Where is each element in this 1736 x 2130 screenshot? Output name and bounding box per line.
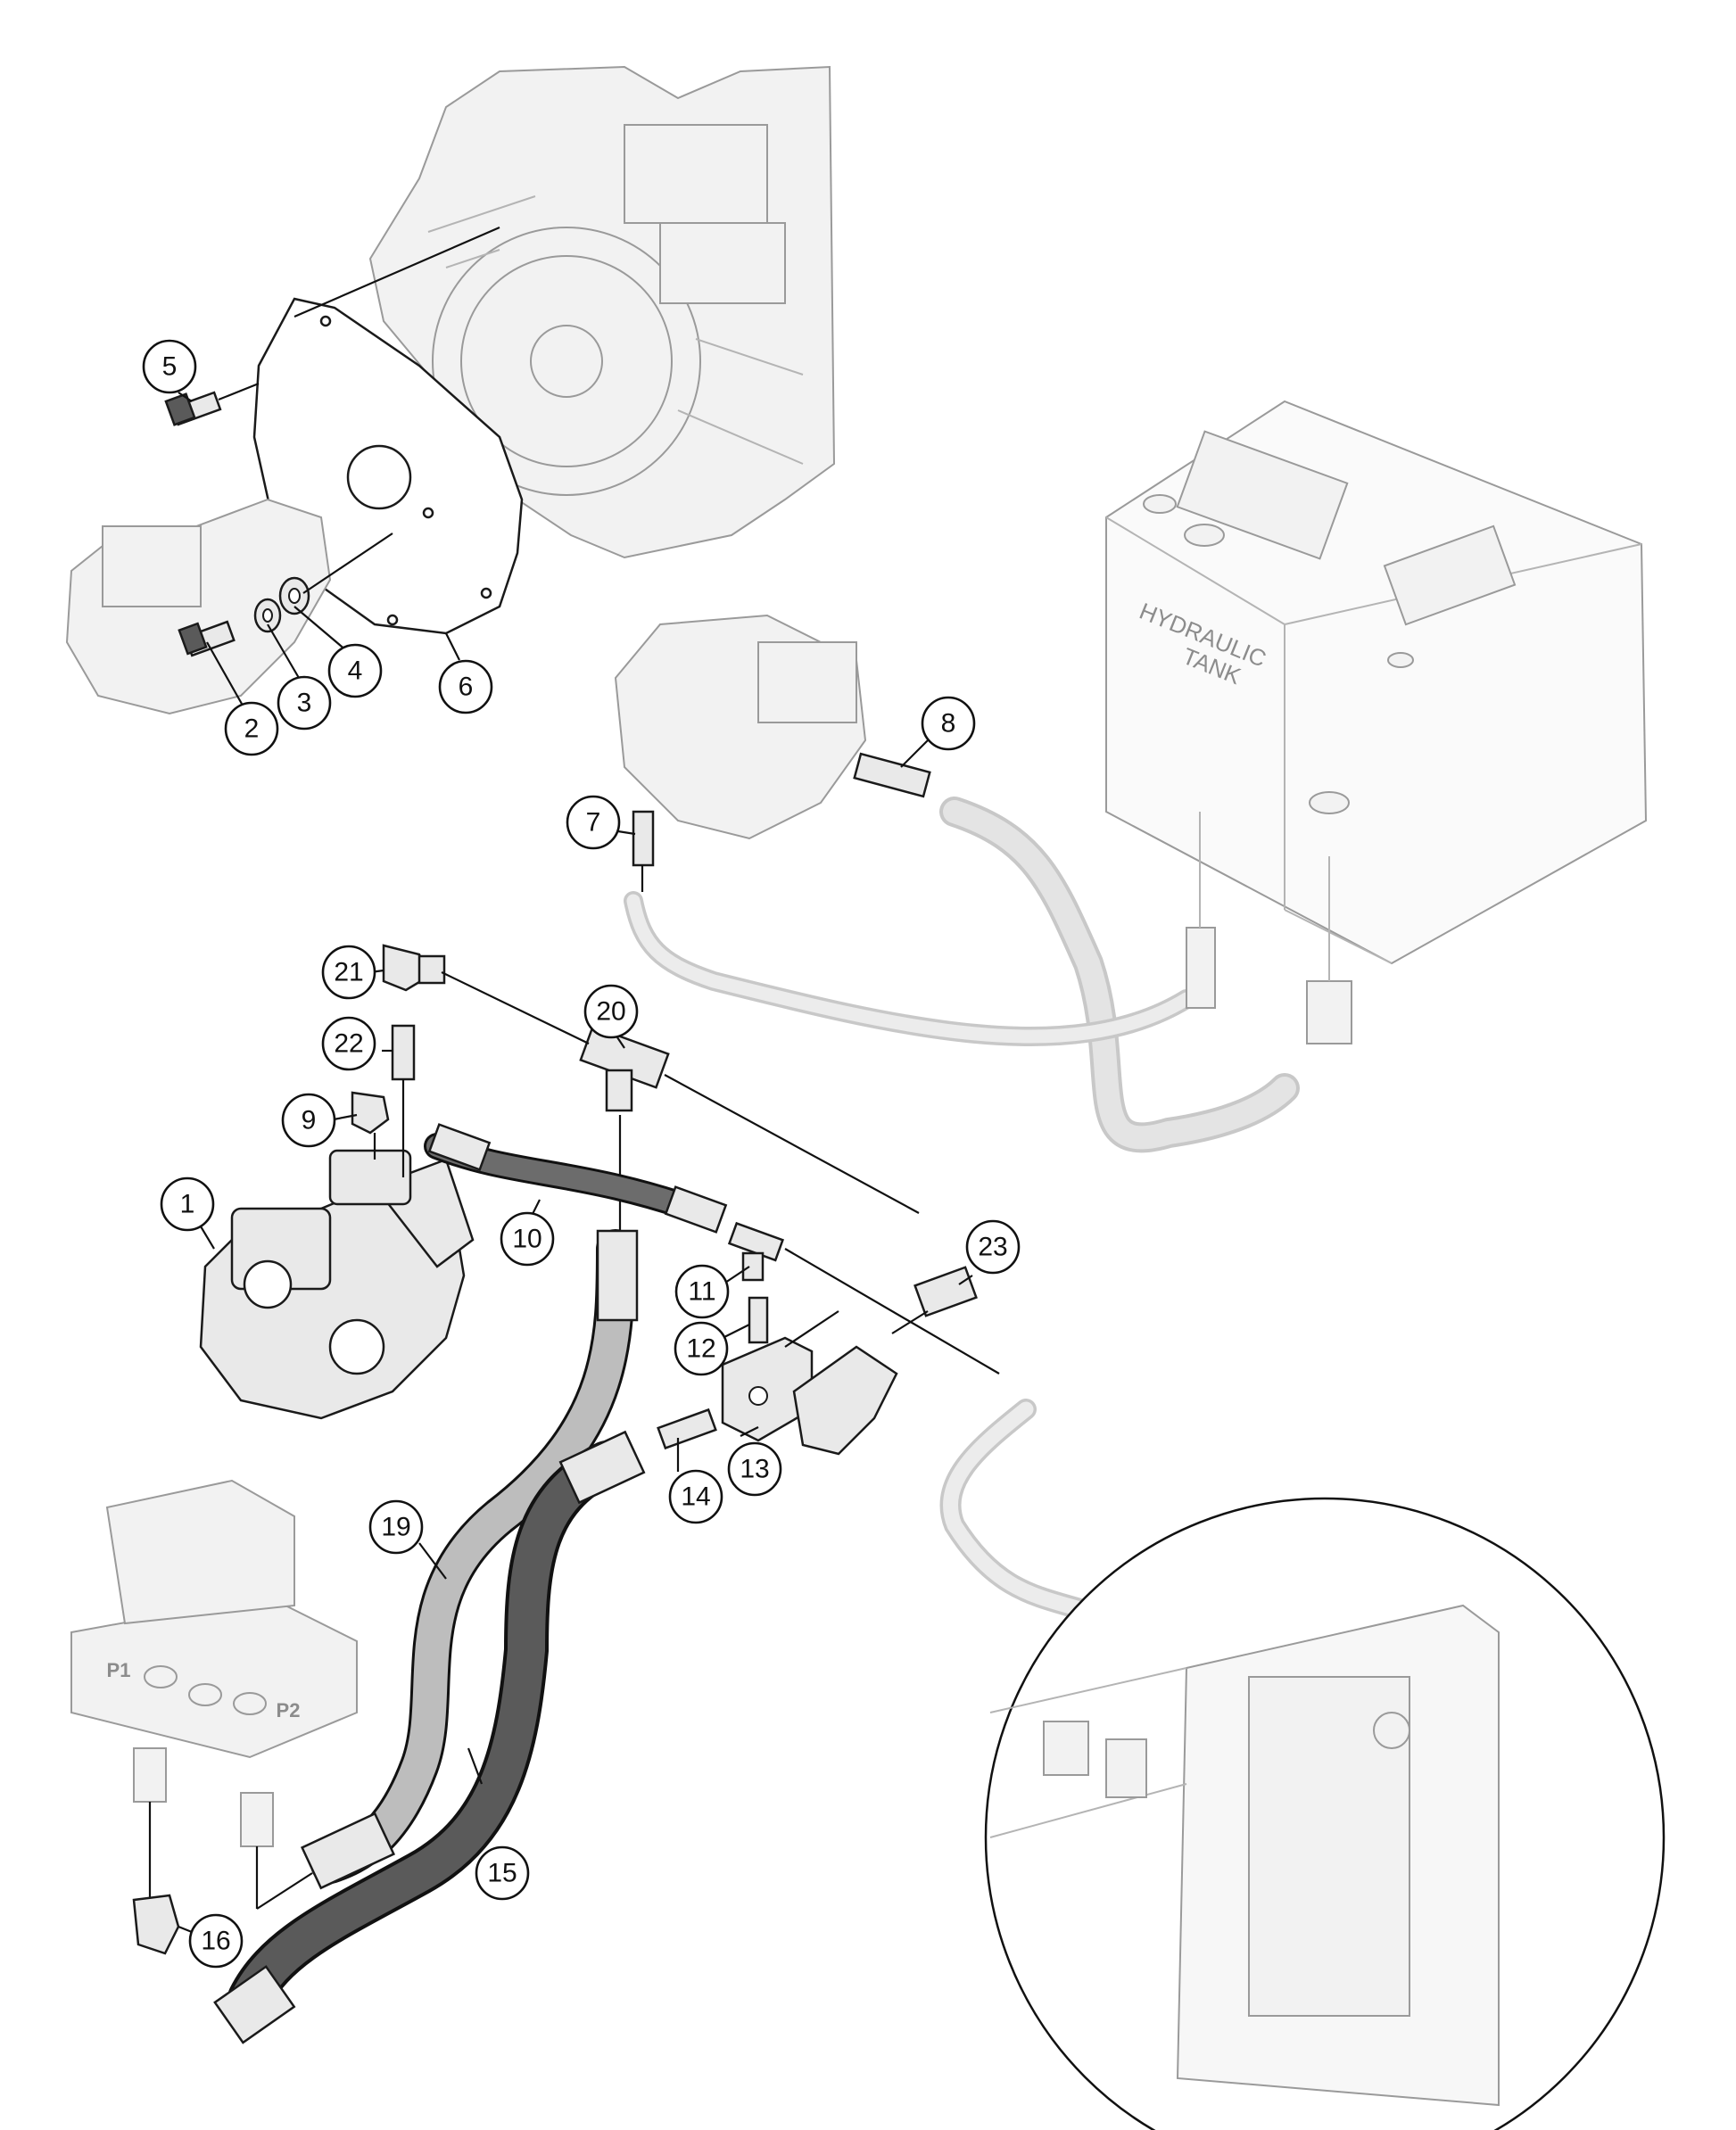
bolt-2 <box>178 620 236 657</box>
callout-16: 16 <box>188 1913 244 1969</box>
callout-19: 19 <box>368 1499 424 1555</box>
callout-22: 22 <box>321 1016 376 1071</box>
svg-text:20: 20 <box>596 997 625 1027</box>
control-panel-inset <box>984 1497 1666 2130</box>
pump-ghost-middle <box>614 614 867 840</box>
pump-ghost-top <box>65 498 332 715</box>
callout-21: 21 <box>321 945 376 1000</box>
callout-11: 11 <box>674 1264 730 1319</box>
callout-8: 8 <box>921 696 976 751</box>
port-p2-label: P2 <box>277 1699 301 1721</box>
svg-text:3: 3 <box>297 689 312 718</box>
svg-text:1: 1 <box>180 1190 195 1219</box>
svg-text:22: 22 <box>334 1029 363 1059</box>
fitting-9 <box>351 1091 390 1135</box>
svg-text:16: 16 <box>201 1927 230 1956</box>
main-pump <box>199 1149 475 1420</box>
svg-text:12: 12 <box>686 1334 715 1364</box>
svg-text:19: 19 <box>381 1513 410 1542</box>
port-p1-label: P1 <box>107 1659 131 1681</box>
svg-text:8: 8 <box>941 709 956 739</box>
callout-15: 15 <box>475 1845 530 1901</box>
callout-23: 23 <box>965 1219 1021 1275</box>
fitting-23 <box>913 1266 978 1317</box>
callout-5: 5 <box>142 339 197 394</box>
svg-text:5: 5 <box>162 352 178 382</box>
callouts: 1 2 3 4 5 6 7 8 9 10 11 12 13 14 15 16 1… <box>142 339 1021 1969</box>
elbow-16 <box>132 1894 180 1955</box>
hydraulic-tank: HYDRAULIC TANK <box>1105 400 1648 965</box>
callout-12: 12 <box>674 1321 729 1376</box>
svg-text:13: 13 <box>740 1455 769 1484</box>
callout-3: 3 <box>277 675 332 731</box>
svg-text:11: 11 <box>688 1277 715 1307</box>
callout-7: 7 <box>566 795 621 850</box>
valve-block: P1 P2 <box>70 1479 358 1759</box>
callout-14: 14 <box>668 1469 723 1524</box>
callout-6: 6 <box>438 659 493 714</box>
svg-text:23: 23 <box>978 1233 1007 1262</box>
fitting-14 <box>657 1408 717 1450</box>
washer-3 <box>253 598 282 633</box>
svg-text:10: 10 <box>512 1225 541 1254</box>
fitting-12 <box>748 1296 769 1344</box>
svg-text:21: 21 <box>334 958 363 987</box>
callout-1: 1 <box>160 1176 215 1232</box>
fitting-7 <box>632 810 655 867</box>
callout-20: 20 <box>583 984 639 1039</box>
svg-text:14: 14 <box>681 1482 710 1512</box>
svg-text:6: 6 <box>459 673 474 702</box>
svg-text:7: 7 <box>586 808 601 838</box>
washer-4 <box>278 576 310 615</box>
fitting-21 <box>382 944 446 992</box>
svg-text:2: 2 <box>244 714 260 744</box>
callout-4: 4 <box>327 643 383 698</box>
valve-13 <box>721 1336 898 1456</box>
fitting-11 <box>727 1221 785 1282</box>
fitting-8 <box>853 752 931 798</box>
svg-text:15: 15 <box>487 1859 517 1888</box>
callout-13: 13 <box>727 1441 782 1497</box>
callout-9: 9 <box>281 1093 336 1148</box>
bolt-5 <box>164 391 222 426</box>
callout-10: 10 <box>500 1211 555 1267</box>
tee-20 <box>579 1025 670 1112</box>
svg-text:9: 9 <box>302 1106 317 1135</box>
fitting-22 <box>391 1024 416 1081</box>
callout-2: 2 <box>224 701 279 756</box>
svg-text:4: 4 <box>348 656 363 686</box>
